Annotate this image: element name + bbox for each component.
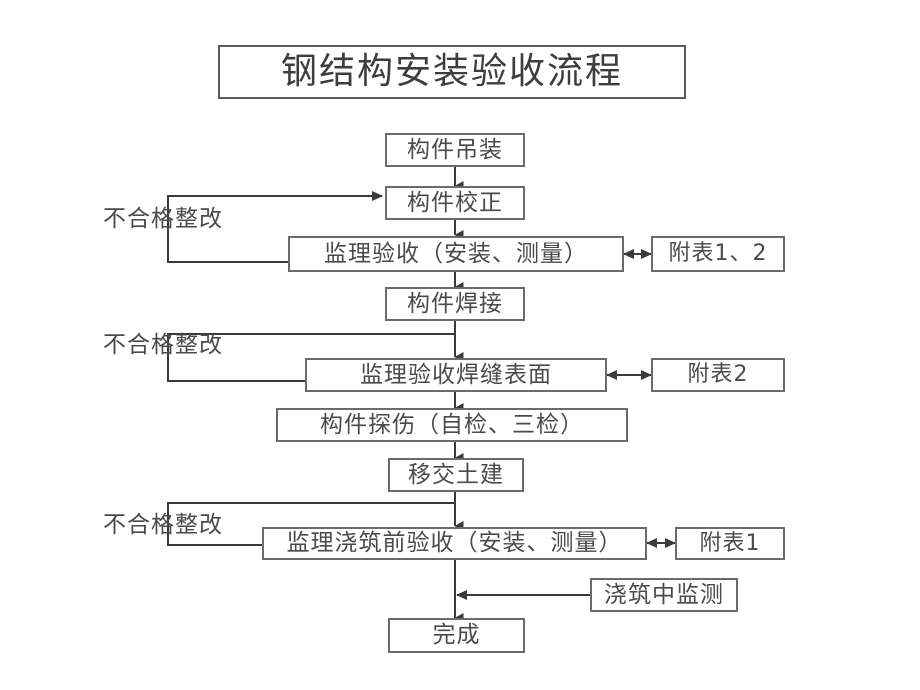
chart-title: 钢结构安装验收流程 xyxy=(280,51,623,92)
node-complete-label: 完成 xyxy=(432,622,481,648)
node-correction-label: 构件校正 xyxy=(407,189,503,216)
node-annex-1-2-label: 附表1、2 xyxy=(668,241,768,266)
node-annex-1: 附表1 xyxy=(675,527,785,560)
loop-label-rework-3: 不合格整改 xyxy=(103,514,223,537)
node-acceptance-weld: 监理验收焊缝表面 xyxy=(305,358,607,392)
loop-label-rework-2-text: 不合格整改 xyxy=(103,332,223,358)
node-acceptance-install-label: 监理验收（安装、测量） xyxy=(324,240,588,267)
node-annex-1-label: 附表1 xyxy=(699,530,761,556)
node-acceptance-install: 监理验收（安装、测量） xyxy=(288,236,624,272)
node-welding-label: 构件焊接 xyxy=(407,290,503,317)
loop-label-rework-1: 不合格整改 xyxy=(103,208,223,231)
loop-label-rework-3-text: 不合格整改 xyxy=(103,512,223,538)
loop-label-rework-1-text: 不合格整改 xyxy=(103,206,223,232)
node-handover: 移交土建 xyxy=(388,458,524,492)
node-annex-2: 附表2 xyxy=(651,358,785,392)
node-acceptance-precast: 监理浇筑前验收（安装、测量） xyxy=(262,527,647,560)
loop-label-rework-2: 不合格整改 xyxy=(103,334,223,357)
node-hoisting-label: 构件吊装 xyxy=(407,136,503,163)
node-monitor-pouring-label: 浇筑中监测 xyxy=(604,581,724,608)
node-flaw-detection-label: 构件探伤（自检、三检） xyxy=(320,411,584,438)
chart-title-box: 钢结构安装验收流程 xyxy=(218,45,686,99)
node-acceptance-weld-label: 监理验收焊缝表面 xyxy=(360,361,552,388)
node-welding: 构件焊接 xyxy=(385,287,525,321)
node-monitor-pouring: 浇筑中监测 xyxy=(590,578,738,612)
node-flaw-detection: 构件探伤（自检、三检） xyxy=(276,408,628,442)
node-annex-2-label: 附表2 xyxy=(687,362,749,387)
node-handover-label: 移交土建 xyxy=(408,461,504,488)
node-hoisting: 构件吊装 xyxy=(385,133,525,167)
node-complete: 完成 xyxy=(388,618,525,653)
node-annex-1-2: 附表1、2 xyxy=(651,236,785,272)
node-correction: 构件校正 xyxy=(385,186,525,220)
node-acceptance-precast-label: 监理浇筑前验收（安装、测量） xyxy=(286,530,623,556)
